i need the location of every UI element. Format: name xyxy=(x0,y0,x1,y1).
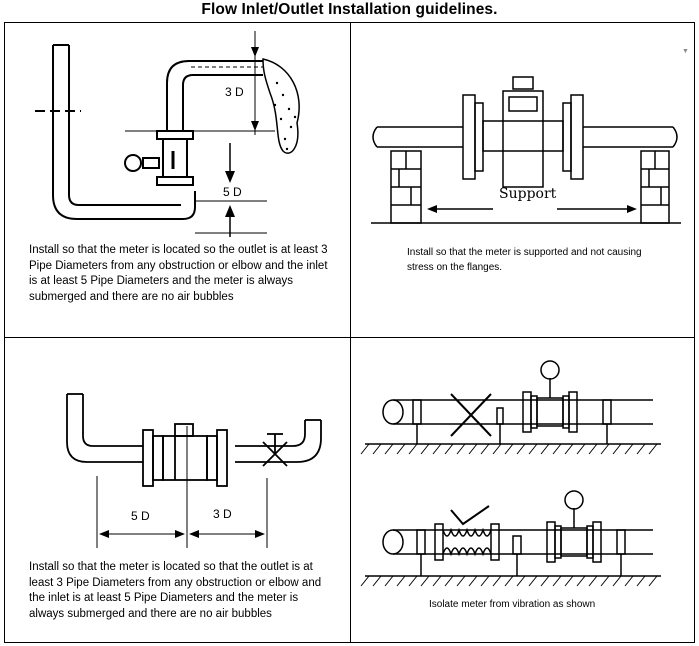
chevron-down-icon[interactable]: ▼ xyxy=(682,48,689,55)
distance-label-3d: 3 D xyxy=(225,85,244,99)
panel-caption: Install so that the meter is located so … xyxy=(29,244,328,303)
grid-divider-vertical xyxy=(350,23,351,642)
panel-outlet-inlet-horizontal: 5 D 3 D Install so that the meter is loc… xyxy=(5,338,350,644)
panel-caption: Install so that the meter is supported a… xyxy=(407,247,642,273)
grid-divider-horizontal xyxy=(5,337,694,338)
support-diagram xyxy=(371,76,681,224)
vertical-pipe-diagram xyxy=(35,31,300,237)
distance-label-3d: 3 D xyxy=(213,507,232,521)
page-title: Flow Inlet/Outlet Installation guideline… xyxy=(201,1,498,18)
guideline-grid: ▼ xyxy=(4,22,695,643)
distance-label-5d: 5 D xyxy=(131,509,150,523)
panel-outlet-inlet-vertical: 3 D 5 D Install so that the meter is loc… xyxy=(5,23,350,337)
panel-meter-supported: Support Install so that the meter is sup… xyxy=(351,23,696,337)
support-label: Support xyxy=(499,186,557,202)
panel-caption: Install so that the meter is located so … xyxy=(29,561,322,620)
panel-caption: Isolate meter from vibration as shown xyxy=(429,599,596,610)
horizontal-pipe-diagram xyxy=(66,393,322,548)
distance-label-5d: 5 D xyxy=(223,185,242,199)
vibration-diagram xyxy=(360,360,661,587)
panel-vibration-isolation: Isolate meter from vibration as shown xyxy=(351,338,696,644)
